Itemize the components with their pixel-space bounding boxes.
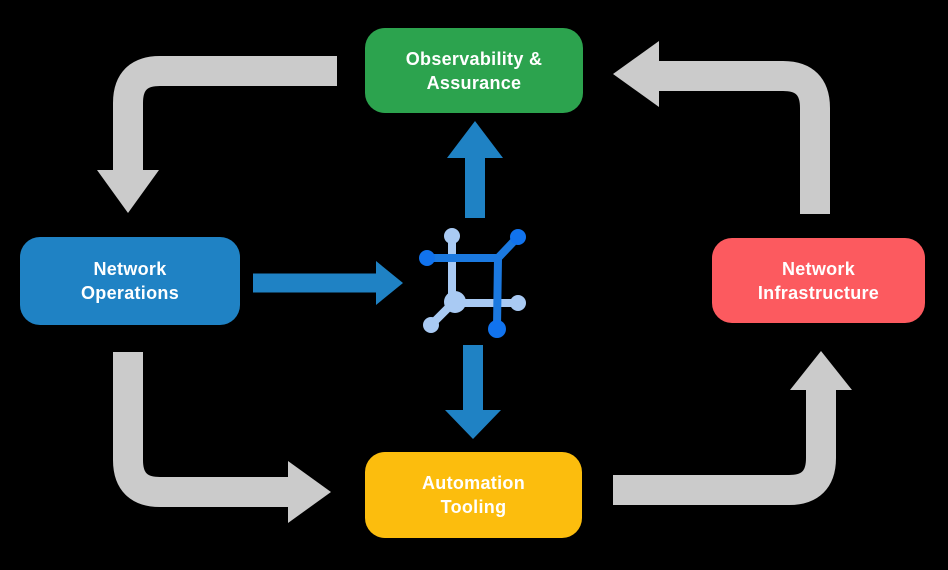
node-observability-label-line1: Observability & <box>405 48 543 69</box>
node-automation-tooling: Automation Tooling <box>365 452 582 538</box>
arrow-operations-to-hub <box>253 261 403 305</box>
node-operations-label-line2: Operations <box>80 283 180 303</box>
node-infrastructure-label-line1: Network <box>781 258 856 279</box>
arrow-hub-to-observability <box>447 121 503 218</box>
node-observability-label-line2: Assurance <box>426 72 522 93</box>
arrow-hub-to-tooling <box>445 345 501 439</box>
node-tooling-label-line2: Tooling <box>440 497 507 517</box>
arrow-operations-to-tooling <box>113 352 331 523</box>
arrow-observability-to-operations <box>97 56 337 213</box>
node-infrastructure-label-line2: Infrastructure <box>757 282 880 303</box>
network-fabric-icon <box>419 228 526 338</box>
node-observability-assurance: Observability & Assurance <box>365 28 583 113</box>
node-tooling-label-line1: Automation <box>422 473 525 493</box>
node-operations-label-line1: Network <box>93 259 167 279</box>
arrow-infrastructure-to-observability <box>613 41 830 214</box>
node-network-infrastructure: Network Infrastructure <box>712 238 925 323</box>
node-network-operations: Network Operations <box>20 237 240 325</box>
arrow-tooling-to-infrastructure <box>613 351 852 505</box>
